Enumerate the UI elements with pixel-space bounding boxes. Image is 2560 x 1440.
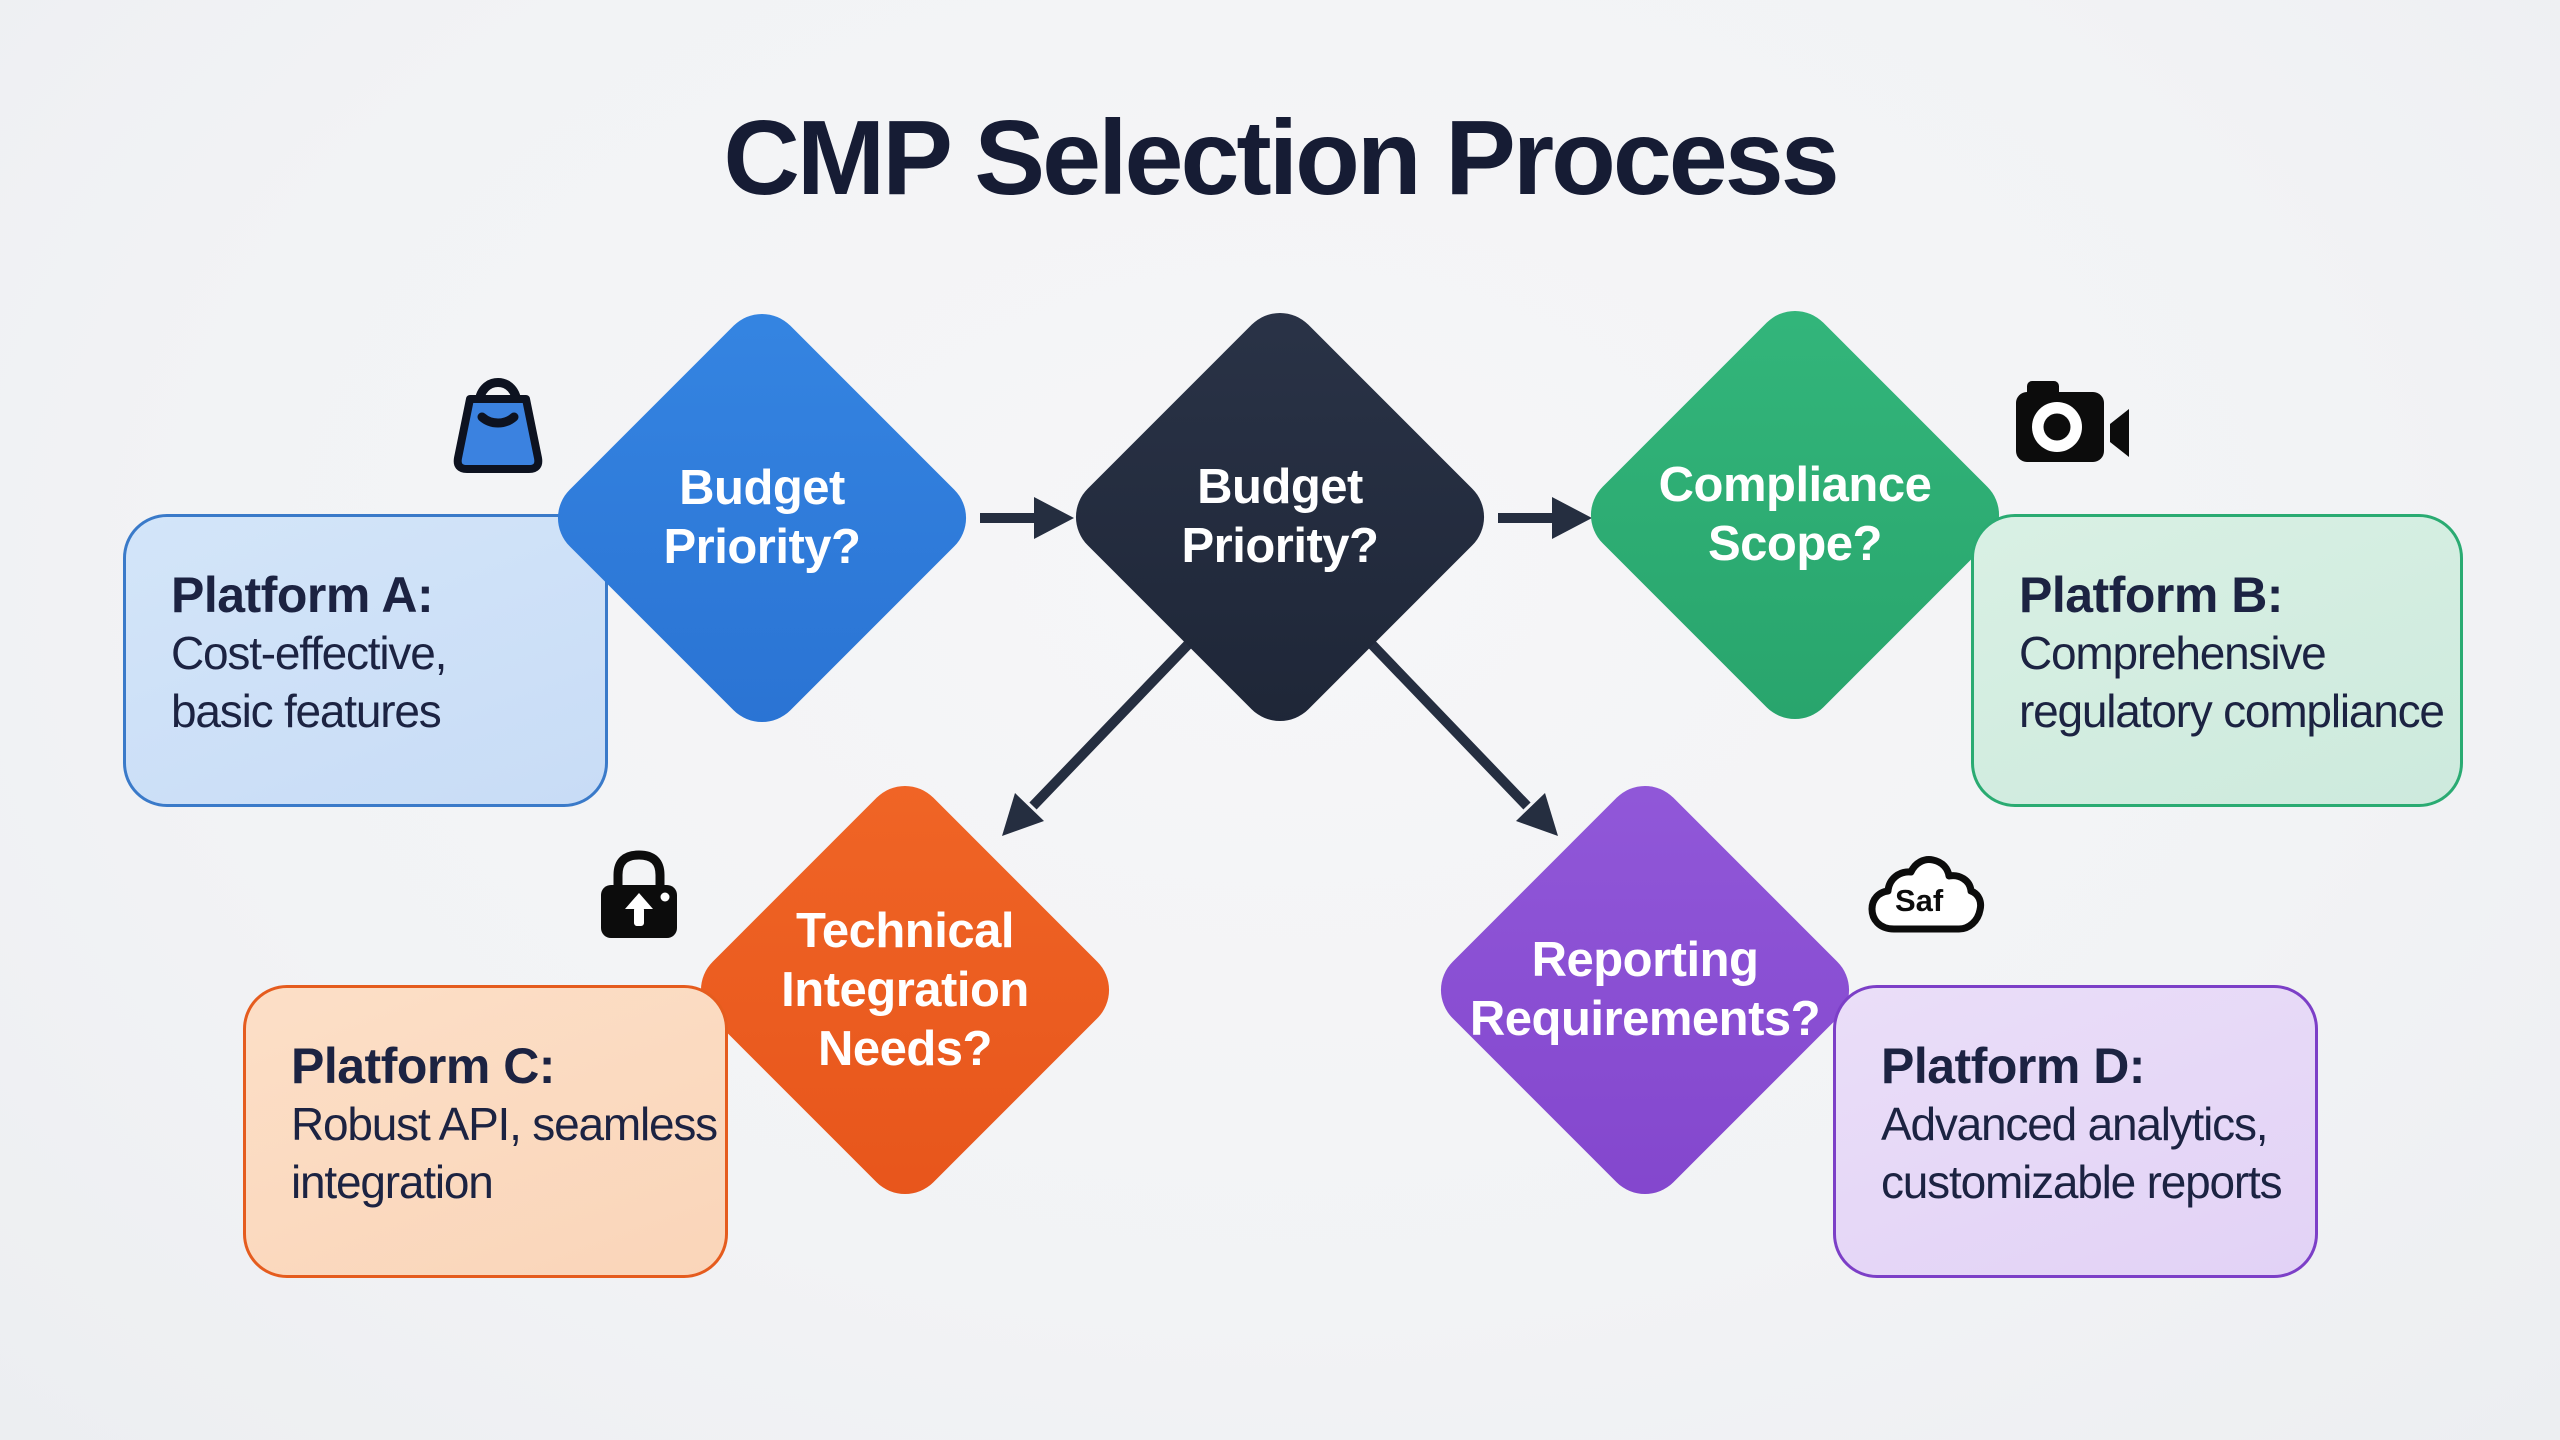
diamond-budget-priority-left-label: Budget Priority? <box>663 461 861 574</box>
arrow-center-to-reporting <box>1356 628 1531 810</box>
platform-c-card: Platform C: Robust API, seamless integra… <box>243 985 728 1278</box>
platform-d-desc-line1: Advanced analytics, <box>1881 1098 2269 1150</box>
platform-a-desc-line1: Cost-effective, <box>171 627 447 679</box>
cloud-icon-label: Saf <box>1895 883 1944 918</box>
platform-c-desc-line2: integration <box>291 1156 494 1208</box>
platform-a-desc-line2: basic features <box>171 685 442 737</box>
arrowhead-center-to-right <box>1552 497 1592 539</box>
arrow-center-to-technical <box>1029 628 1204 810</box>
arrowhead-center-to-technical <box>1002 793 1044 836</box>
arrowhead-left-to-center <box>1034 497 1074 539</box>
platform-b-desc-line2: regulatory compliance <box>2019 685 2445 737</box>
platform-c-desc-line1: Robust API, seamless <box>291 1098 718 1150</box>
diamond-budget-priority-center-label: Budget Priority? <box>1181 460 1379 573</box>
cloud-icon: Saf <box>1868 856 1985 933</box>
platform-b-name: Platform B: <box>2019 567 2283 623</box>
diamond-technical-integration-label: Technical Integration Needs? <box>781 904 1029 1076</box>
platform-b-desc-line1: Comprehensive <box>2019 627 2327 679</box>
platform-a-card: Platform A: Cost-effective, basic featur… <box>123 514 608 807</box>
platform-b-card: Platform B: Comprehensive regulatory com… <box>1971 514 2463 807</box>
shopping-bag-icon <box>453 378 543 473</box>
platform-d-name: Platform D: <box>1881 1038 2145 1094</box>
video-camera-icon <box>2016 381 2129 462</box>
lock-upload-icon <box>601 850 677 938</box>
diamond-reporting-requirements-label: Reporting Requirements? <box>1469 933 1821 1046</box>
page-title: CMP Selection Process <box>723 99 1839 217</box>
platform-a-name: Platform A: <box>171 567 434 623</box>
platform-d-card: Platform D: Advanced analytics, customiz… <box>1833 985 2318 1278</box>
platform-c-name: Platform C: <box>291 1038 555 1094</box>
arrowhead-center-to-reporting <box>1516 793 1558 836</box>
platform-d-desc-line2: customizable reports <box>1881 1156 2283 1208</box>
diamond-compliance-scope-label: Compliance Scope? <box>1658 458 1932 571</box>
